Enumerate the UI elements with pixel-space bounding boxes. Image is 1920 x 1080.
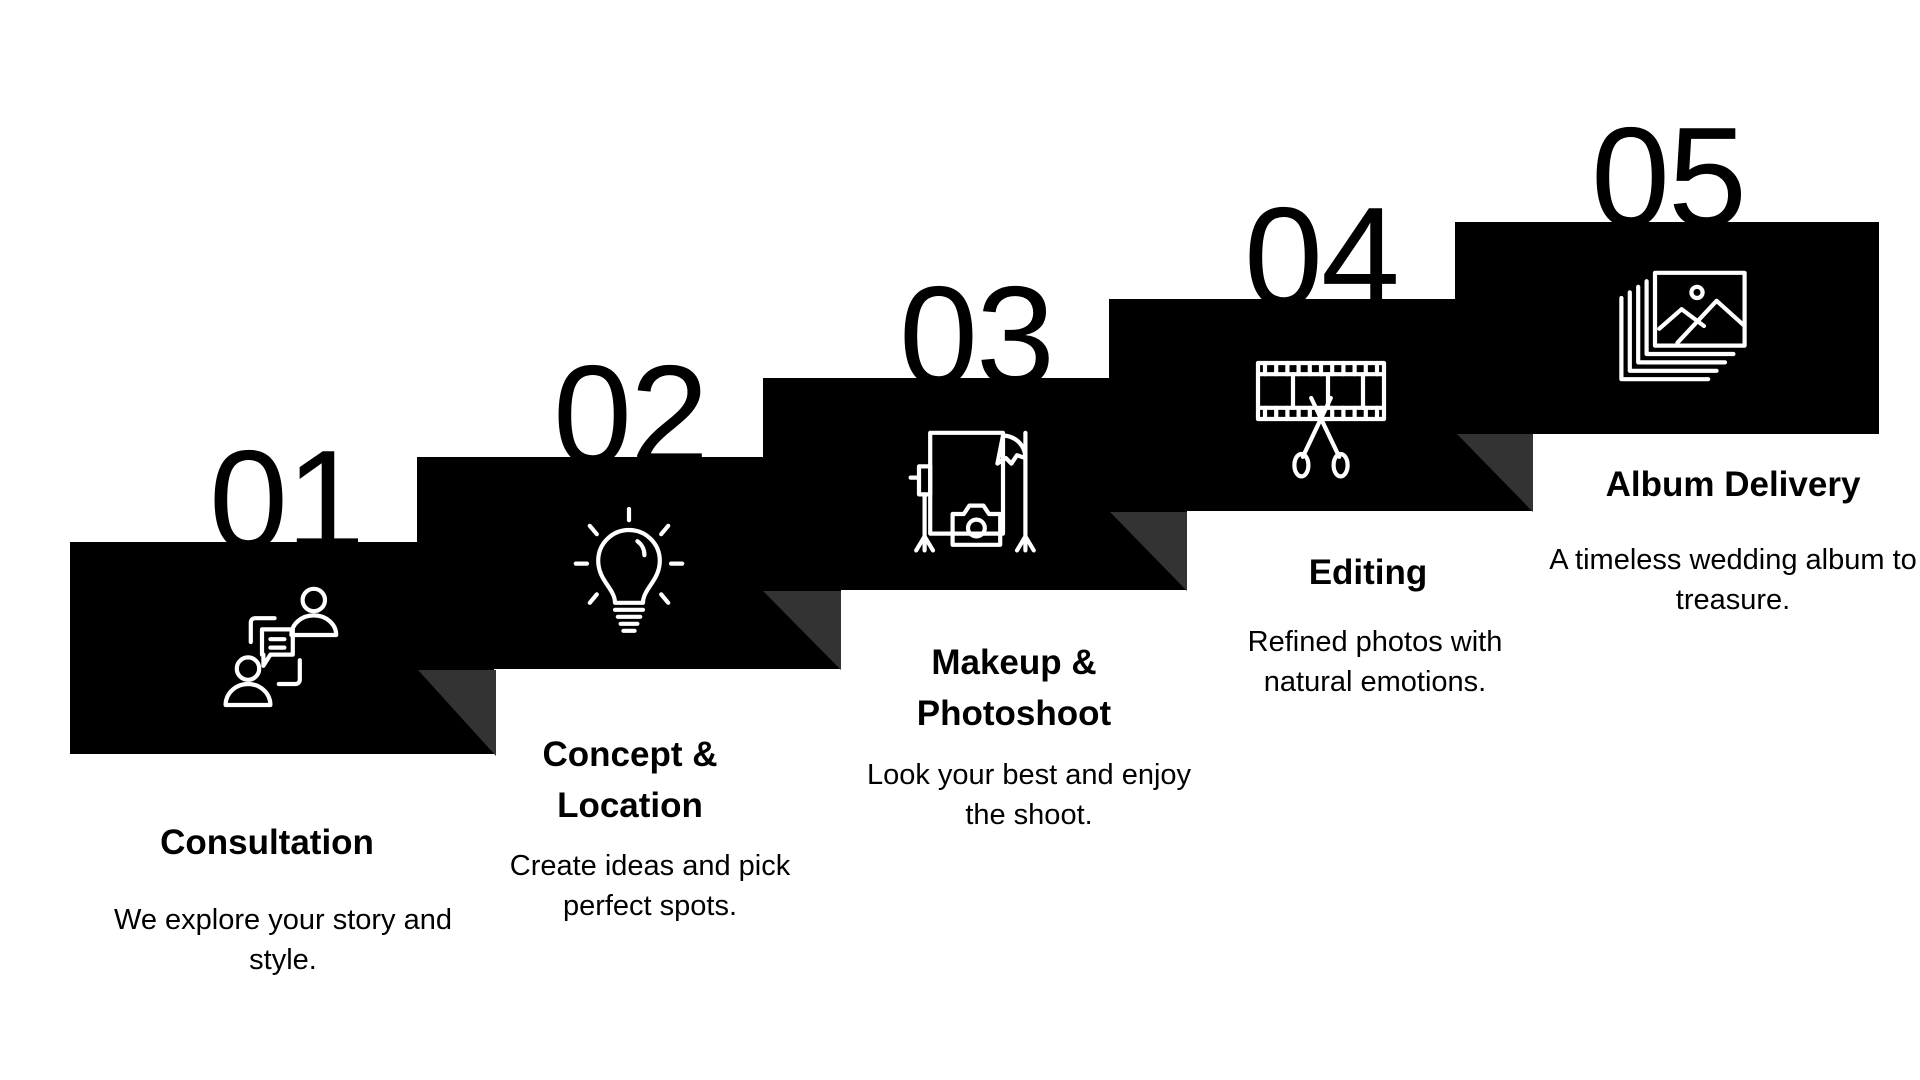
- step-1-fold: [418, 670, 496, 756]
- step-5-description: A timeless wedding album to treasure.: [1549, 544, 1917, 616]
- step-3-number: 03: [899, 257, 1055, 416]
- step-5-block: [1455, 222, 1879, 434]
- film-scissors-icon: [1251, 342, 1391, 482]
- step-3-title: Makeup & Photoshoot: [916, 643, 1112, 733]
- consultation-icon: [213, 579, 353, 719]
- step-2-number: 02: [553, 336, 709, 495]
- step-5-number: 05: [1591, 98, 1747, 257]
- photo-album-icon: [1613, 256, 1753, 396]
- step-1-description: We explore your story and style.: [114, 904, 452, 976]
- step-3-fold: [1110, 512, 1187, 591]
- step-4-number: 04: [1244, 178, 1400, 337]
- step-2-fold: [763, 591, 841, 670]
- step-4-fold: [1456, 433, 1533, 512]
- step-4-description: Refined photos with natural emotions.: [1247, 626, 1503, 698]
- lightbulb-icon: [559, 502, 699, 642]
- step-1-title: Consultation: [160, 823, 374, 862]
- photo-studio-icon: [905, 416, 1045, 556]
- step-3-description: Look your best and enjoy the shoot.: [866, 759, 1192, 831]
- step-2-description: Create ideas and pick perfect spots.: [509, 850, 791, 922]
- step-5-title: Album Delivery: [1605, 465, 1861, 504]
- step-1-number: 01: [209, 421, 365, 580]
- step-2-title: Concept & Location: [542, 735, 718, 825]
- step-4-title: Editing: [1308, 553, 1428, 592]
